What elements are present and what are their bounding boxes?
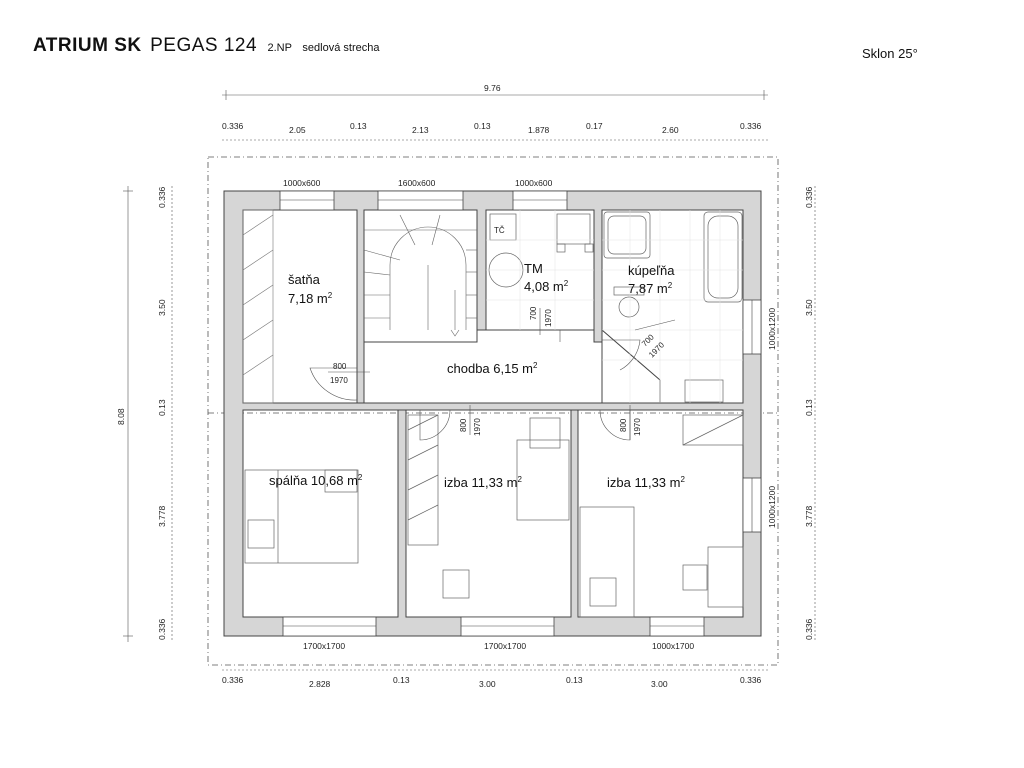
dim-right: 0.336	[804, 618, 814, 640]
dim-overall-width: 9.76	[484, 83, 501, 93]
door-label-h: 1970	[633, 418, 642, 436]
dim-bottom: 2.828	[309, 679, 331, 689]
dim-bottom: 0.336	[222, 675, 244, 685]
room-labels: šatňa 7,18 m2 TM 4,08 m2 kúpeľňa 7,87 m2…	[269, 261, 685, 490]
door-label-w: 800	[459, 418, 468, 432]
dim-bottom: 0.13	[393, 675, 410, 685]
dim-bottom: 0.336	[740, 675, 762, 685]
dim-left: 0.336	[157, 186, 167, 208]
dimension-labels: 9.76 0.336 2.05 0.13 2.13 0.13 1.878 0.1…	[116, 83, 814, 689]
room-area-tm: 4,08 m2	[524, 279, 569, 294]
dim-overall-depth: 8.08	[116, 408, 126, 425]
window-label: 1000x1200	[767, 486, 777, 528]
room-name-satna: šatňa	[288, 272, 321, 287]
dim-bottom: 3.00	[479, 679, 496, 689]
dim-top: 2.13	[412, 125, 429, 135]
dim-right: 0.336	[804, 186, 814, 208]
window-label: 1600x600	[398, 178, 436, 188]
dim-top: 2.60	[662, 125, 679, 135]
title-model: PEGAS 124	[150, 35, 258, 56]
dim-top: 2.05	[289, 125, 306, 135]
dim-bottom: 0.13	[566, 675, 583, 685]
room-name-izba-1: izba 11,33 m2	[444, 475, 522, 490]
room-area-satna: 7,18 m2	[288, 291, 333, 306]
bathroom-fixtures	[603, 211, 743, 403]
room-name-spalna: spálňa 10,68 m2	[269, 473, 363, 488]
title-floor: 2.NP	[267, 42, 292, 54]
dim-left: 3.778	[157, 505, 167, 527]
window-label: 1000x1700	[652, 641, 694, 651]
dim-top: 1.878	[528, 125, 550, 135]
roof-slope: Sklon 25°	[862, 46, 918, 61]
dim-top: 0.13	[474, 121, 491, 131]
dimension-lines	[123, 90, 816, 671]
window-glazing	[280, 199, 753, 627]
utility-fixtures	[488, 213, 594, 288]
door-label-h: 1970	[330, 376, 348, 385]
roof-outline	[207, 156, 779, 666]
title-brand: ATRIUM SK	[33, 35, 142, 56]
staircase	[363, 214, 477, 337]
dim-right: 3.778	[804, 505, 814, 527]
window-label: 1700x1700	[303, 641, 345, 651]
dim-left: 3.50	[157, 299, 167, 316]
heat-pump-label: TČ	[494, 226, 505, 235]
dim-right: 3.50	[804, 299, 814, 316]
window-label: 1000x600	[283, 178, 321, 188]
room-name-tm: TM	[524, 261, 543, 276]
wardrobe-shelves	[242, 209, 274, 404]
door-swings	[309, 308, 676, 441]
dim-bottom: 3.00	[651, 679, 668, 689]
door-label-h: 1970	[544, 309, 553, 327]
dim-right: 0.13	[804, 399, 814, 416]
dim-left: 0.13	[157, 399, 167, 416]
title-roof: sedlová strecha	[302, 42, 380, 54]
dim-top: 0.336	[740, 121, 762, 131]
exterior-walls	[223, 190, 762, 637]
room-name-izba-2: izba 11,33 m2	[607, 475, 685, 490]
title-block: ATRIUM SK PEGAS 124 2.NP sedlová strecha	[33, 35, 379, 57]
dim-top: 0.17	[586, 121, 603, 131]
dim-top: 0.13	[350, 121, 367, 131]
windows	[279, 190, 762, 637]
dim-top: 0.336	[222, 121, 244, 131]
door-label-h: 1970	[473, 418, 482, 436]
window-labels: 1000x600 1600x600 1000x600 1700x1700 170…	[283, 178, 777, 651]
window-label: 1000x600	[515, 178, 553, 188]
window-label: 1700x1700	[484, 641, 526, 651]
window-label: 1000x1200	[767, 308, 777, 350]
room-area-kupelna: 7,87 m2	[628, 281, 673, 296]
door-label-w: 800	[619, 418, 628, 432]
room-name-chodba: chodba 6,15 m2	[447, 361, 538, 376]
door-label-w: 800	[333, 362, 347, 371]
door-label-w: 700	[529, 306, 538, 320]
bathroom-tiles	[486, 210, 743, 403]
dim-left: 0.336	[157, 618, 167, 640]
furniture	[244, 414, 744, 618]
room-name-kupelna: kúpeľňa	[628, 263, 675, 278]
